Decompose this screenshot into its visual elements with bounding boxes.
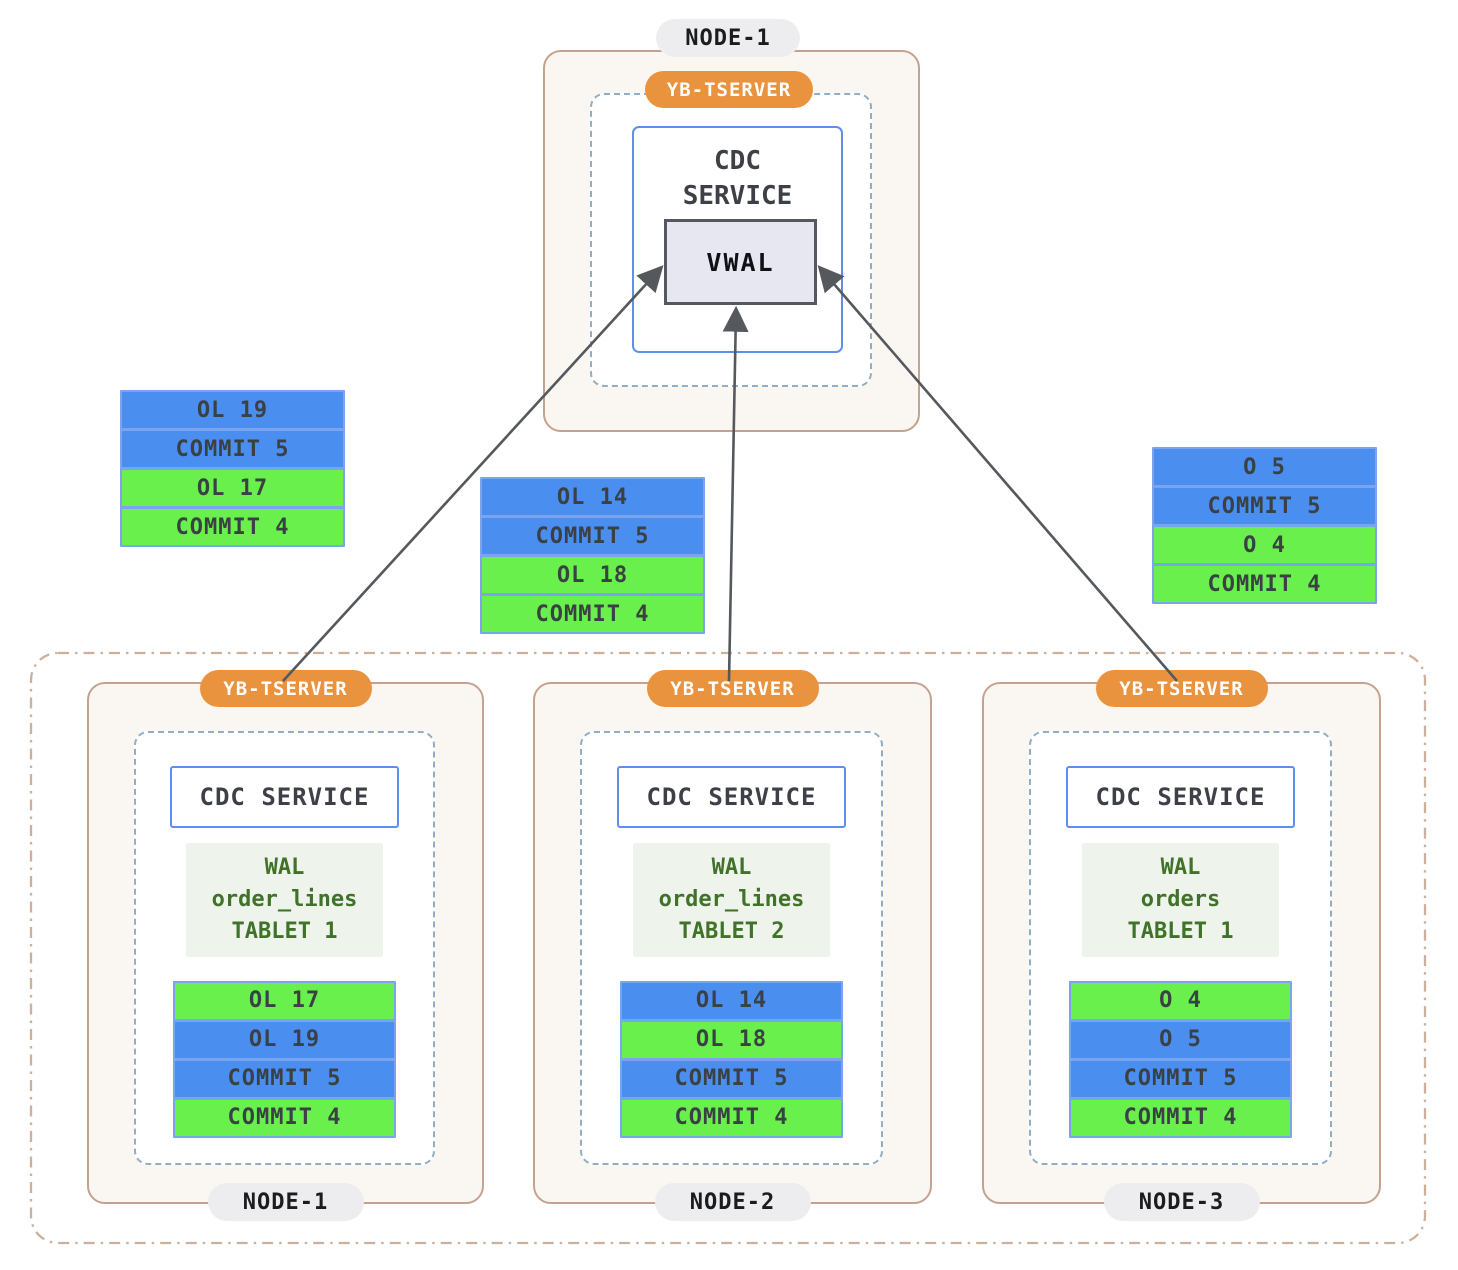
record-row: COMMIT 5 [120, 429, 345, 469]
tserver-badge: YB-TSERVER [199, 670, 372, 707]
tserver-dashed-box: CDC SERVICE WAL orders TABLET 1 O 4 O 5 … [1029, 731, 1332, 1165]
record-label: COMMIT 4 [227, 1105, 342, 1131]
record-label: COMMIT 5 [227, 1066, 342, 1092]
record-label: COMMIT 5 [535, 523, 650, 549]
record-row: O 5 [1069, 1019, 1292, 1060]
record-row: O 4 [1152, 525, 1377, 565]
record-label: O 4 [1243, 532, 1286, 558]
record-row: OL 19 [120, 390, 345, 430]
wal-tablet-block: WAL orders TABLET 1 [1082, 843, 1279, 957]
bottom-node-1: CDC SERVICE WAL order_lines TABLET 1 OL … [87, 670, 484, 1221]
record-label: COMMIT 5 [1207, 493, 1322, 519]
tserver-badge-text: YB-TSERVER [1119, 677, 1244, 700]
node-label: NODE-2 [654, 1183, 811, 1221]
record-row: OL 18 [620, 1019, 843, 1060]
node-label-text: NODE-1 [242, 1189, 329, 1215]
record-label: OL 18 [695, 1027, 768, 1053]
record-row: COMMIT 4 [620, 1097, 843, 1138]
top-node-label: NODE-1 [656, 19, 800, 57]
node-label-text: NODE-2 [689, 1189, 776, 1215]
record-label: COMMIT 4 [175, 514, 290, 540]
tserver-badge: YB-TSERVER [646, 670, 819, 707]
tserver-dashed-box: CDC SERVICE WAL order_lines TABLET 1 OL … [134, 731, 435, 1165]
record-label: COMMIT 5 [674, 1066, 789, 1092]
bottom-node-3: CDC SERVICE WAL orders TABLET 1 O 4 O 5 … [982, 670, 1381, 1221]
wal-record-stack: OL 17 OL 19 COMMIT 5 COMMIT 4 [173, 980, 396, 1138]
tserver-badge: YB-TSERVER [1095, 670, 1268, 707]
record-label: OL 18 [556, 562, 629, 588]
record-label: OL 17 [248, 988, 321, 1014]
record-label: OL 19 [196, 397, 269, 423]
wal-table: orders [1140, 886, 1221, 912]
record-stack-middle: OL 14 COMMIT 5 OL 18 COMMIT 4 [480, 477, 705, 634]
record-row: OL 19 [173, 1019, 396, 1060]
cdc-service-label: CDC SERVICE [1095, 783, 1266, 811]
wal-title: WAL [264, 855, 305, 880]
top-tserver-badge: YB-TSERVER [645, 71, 813, 108]
cdc-service-line1: CDC [714, 146, 761, 176]
record-row: COMMIT 5 [620, 1058, 843, 1099]
node-label-text: NODE-3 [1138, 1189, 1225, 1215]
record-label: COMMIT 4 [1123, 1105, 1238, 1131]
wal-record-stack: OL 14 OL 18 COMMIT 5 COMMIT 4 [620, 980, 843, 1138]
record-stack-right: O 5 COMMIT 5 O 4 COMMIT 4 [1152, 447, 1377, 604]
cdc-service-box: CDC SERVICE [617, 766, 846, 828]
cdc-service-label: CDC SERVICE [646, 783, 817, 811]
vwal-label: VWAL [706, 247, 775, 277]
record-row: COMMIT 4 [1069, 1097, 1292, 1138]
wal-title: WAL [1160, 855, 1201, 880]
record-label: OL 19 [248, 1027, 321, 1053]
cdc-service-box: CDC SERVICE [1066, 766, 1295, 828]
record-stack-left: OL 19 COMMIT 5 OL 17 COMMIT 4 [120, 390, 345, 547]
wal-tablet: TABLET 1 [231, 918, 338, 944]
record-row: COMMIT 5 [1152, 486, 1377, 526]
record-row: COMMIT 5 [173, 1058, 396, 1099]
record-row: COMMIT 4 [480, 594, 705, 634]
record-row: COMMIT 4 [173, 1097, 396, 1138]
record-label: COMMIT 4 [674, 1105, 789, 1131]
record-row: COMMIT 4 [120, 507, 345, 547]
record-row: O 5 [1152, 447, 1377, 487]
record-label: OL 17 [196, 475, 269, 501]
record-row: COMMIT 5 [1069, 1058, 1292, 1099]
record-row: COMMIT 4 [1152, 564, 1377, 604]
record-row: OL 17 [120, 468, 345, 508]
record-label: O 5 [1243, 454, 1286, 480]
bottom-node-2: CDC SERVICE WAL order_lines TABLET 2 OL … [533, 670, 932, 1221]
vwal-box: VWAL [664, 219, 817, 305]
record-row: OL 14 [480, 477, 705, 517]
wal-title: WAL [711, 855, 752, 880]
wal-table: order_lines [211, 886, 358, 912]
wal-tablet: TABLET 1 [1127, 918, 1234, 944]
top-tserver-badge-text: YB-TSERVER [666, 78, 792, 101]
record-row: O 4 [1069, 980, 1292, 1021]
record-row: COMMIT 5 [480, 516, 705, 556]
node-label: NODE-1 [207, 1183, 364, 1221]
record-label: O 5 [1159, 1027, 1202, 1053]
wal-tablet: TABLET 2 [678, 918, 785, 944]
cdc-service-label: CDC SERVICE [199, 783, 370, 811]
wal-record-stack: O 4 O 5 COMMIT 5 COMMIT 4 [1069, 980, 1292, 1138]
wal-tablet-block: WAL order_lines TABLET 2 [633, 843, 830, 957]
top-node-label-text: NODE-1 [685, 25, 771, 51]
cdc-service-line2: SERVICE [682, 181, 793, 212]
record-row: OL 17 [173, 980, 396, 1021]
record-label: OL 14 [556, 484, 629, 510]
record-label: COMMIT 4 [1207, 571, 1322, 597]
record-label: COMMIT 5 [175, 436, 290, 462]
record-label: OL 14 [695, 988, 768, 1014]
wal-tablet-block: WAL order_lines TABLET 1 [186, 843, 383, 957]
wal-table: order_lines [658, 886, 805, 912]
record-row: OL 14 [620, 980, 843, 1021]
tserver-dashed-box: CDC SERVICE WAL order_lines TABLET 2 OL … [580, 731, 883, 1165]
record-label: O 4 [1159, 988, 1202, 1014]
record-label: COMMIT 5 [1123, 1066, 1238, 1092]
cdc-service-box: CDC SERVICE [170, 766, 399, 828]
tserver-badge-text: YB-TSERVER [223, 677, 348, 700]
record-label: COMMIT 4 [535, 601, 650, 627]
record-row: OL 18 [480, 555, 705, 595]
tserver-badge-text: YB-TSERVER [670, 677, 795, 700]
node-label: NODE-3 [1103, 1183, 1260, 1221]
